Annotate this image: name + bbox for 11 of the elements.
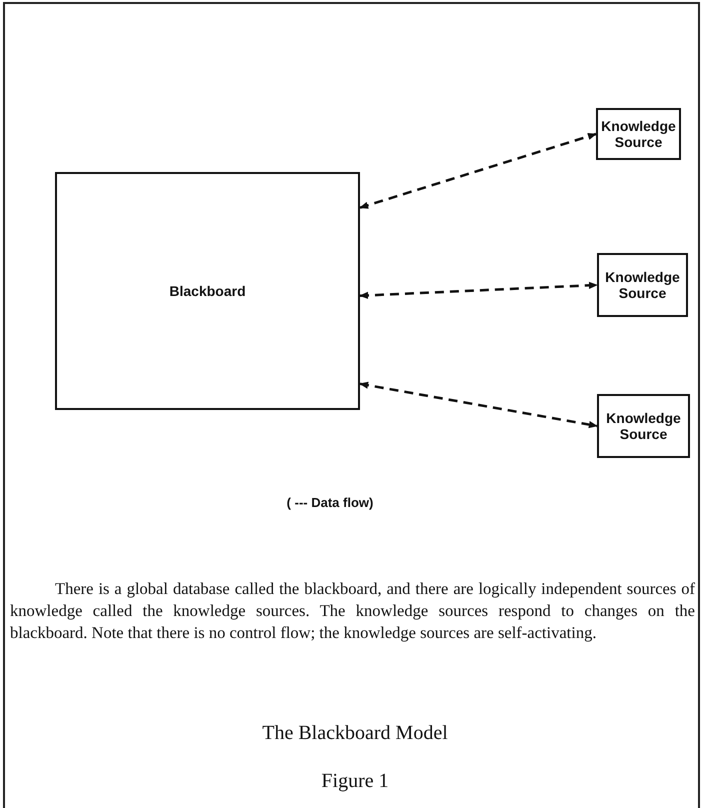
dashed-double-arrow	[359, 382, 598, 428]
description-paragraph: There is a global database called the blackboard, and there are logically independent sources of knowledge called the knowledge sources. The knowledge sources respond to changes on the blackboard. Note that there is no control flow; the knowledge sources are self-activating.	[10, 578, 695, 644]
blackboard-box: Blackboard	[55, 172, 360, 410]
knowledge-source-box: Knowledge Source	[597, 253, 688, 317]
knowledge-source-box: Knowledge Source	[597, 394, 690, 458]
dashed-double-arrow	[359, 282, 598, 299]
knowledge-source-box: Knowledge Source	[596, 108, 681, 160]
figure-number: Figure 1	[320, 770, 390, 793]
dashed-double-arrow	[359, 132, 597, 209]
legend-note: ( --- Data flow)	[286, 495, 374, 510]
figure-caption: The Blackboard Model	[261, 722, 449, 745]
